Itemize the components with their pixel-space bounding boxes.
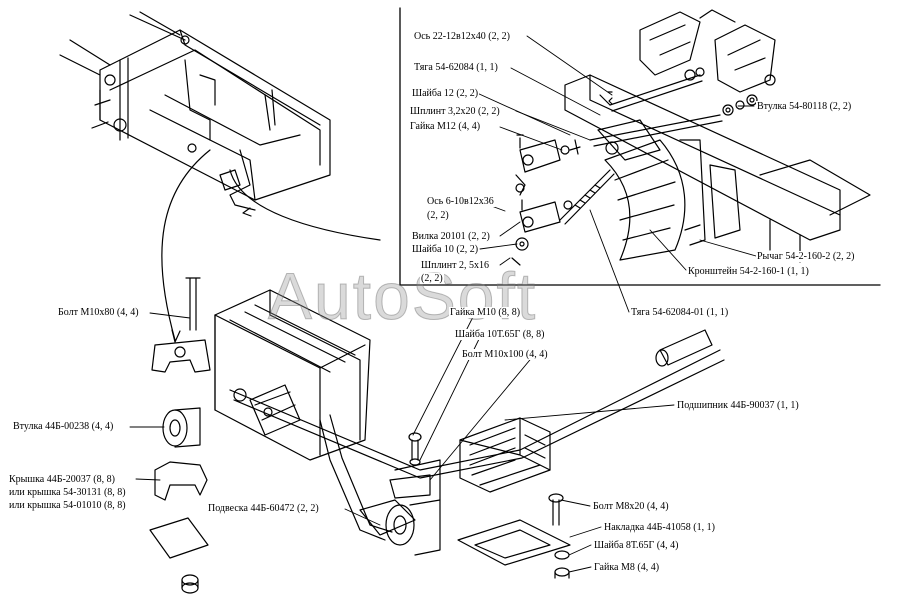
label-gayka-m12: Гайка М12 (4, 4) xyxy=(409,121,482,132)
label-podveska-44b-60472: Подвеска 44Б-60472 (2, 2) xyxy=(207,503,320,514)
main-assembly xyxy=(149,277,725,594)
lever-assembly xyxy=(511,9,871,266)
label-shayba-10t-65g: Шайба 10Т.65Г (8, 8) xyxy=(454,329,546,340)
label-bolt-m10x80: Болт М10х80 (4, 4) xyxy=(57,307,140,318)
label-kronshtein-54-2-160-1: Кронштейн 54-2-160-1 (1, 1) xyxy=(687,266,810,277)
label-kryshka-54-01010: или крышка 54-01010 (8, 8) xyxy=(8,500,127,511)
panel-dividers xyxy=(399,7,881,286)
label-bolt-m8x20: Болт М8х20 (4, 4) xyxy=(592,501,670,512)
label-gayka-m10: Гайка М10 (8, 8) xyxy=(449,307,522,318)
label-podshipnik-44b-90037: Подшипник 44Б-90037 (1, 1) xyxy=(676,400,800,411)
label-vtulka-54-80118: Втулка 54-80118 (2, 2) xyxy=(756,101,853,112)
label-bolt-m10x100: Болт М10х100 (4, 4) xyxy=(461,349,549,360)
label-shplint-3-2x20: Шплинт 3,2х20 (2, 2) xyxy=(409,106,501,117)
label-tyaga-54-62084-01: Тяга 54-62084-01 (1, 1) xyxy=(630,307,730,318)
label-kryshka-54-30131: или крышка 54-30131 (8, 8) xyxy=(8,487,127,498)
label-shplint-2-5x16: Шплинт 2, 5х16 xyxy=(420,260,491,271)
label-shayba-10: Шайба 10 (2, 2) xyxy=(411,244,480,255)
overview-assembly xyxy=(59,11,381,343)
label-tyaga-54-62084: Тяга 54-62084 (1, 1) xyxy=(413,62,499,73)
label-os-6-10-qty: (2, 2) xyxy=(426,210,450,221)
label-vilka-20101: Вилка 20101 (2, 2) xyxy=(411,231,491,242)
label-gayka-m8: Гайка М8 (4, 4) xyxy=(593,562,661,573)
label-shayba-8t-65g: Шайба 8Т.65Г (4, 4) xyxy=(593,540,680,551)
label-vtulka-44b-00238: Втулка 44Б-00238 (4, 4) xyxy=(12,421,115,432)
label-shayba-12: Шайба 12 (2, 2) xyxy=(411,88,480,99)
label-os-22: Ось 22-12в12х40 (2, 2) xyxy=(413,31,511,42)
label-os-6-10: Ось 6-10в12х36 xyxy=(426,196,495,207)
label-shplint-2-5x16-qty: (2, 2) xyxy=(420,273,444,284)
label-rychag-54-2-160-2: Рычаг 54-2-160-2 (2, 2) xyxy=(756,251,856,262)
label-kryshka-44b-20037: Крышка 44Б-20037 (8, 8) xyxy=(8,474,116,485)
label-nakladka-44b-41058: Накладка 44Б-41058 (1, 1) xyxy=(603,522,716,533)
